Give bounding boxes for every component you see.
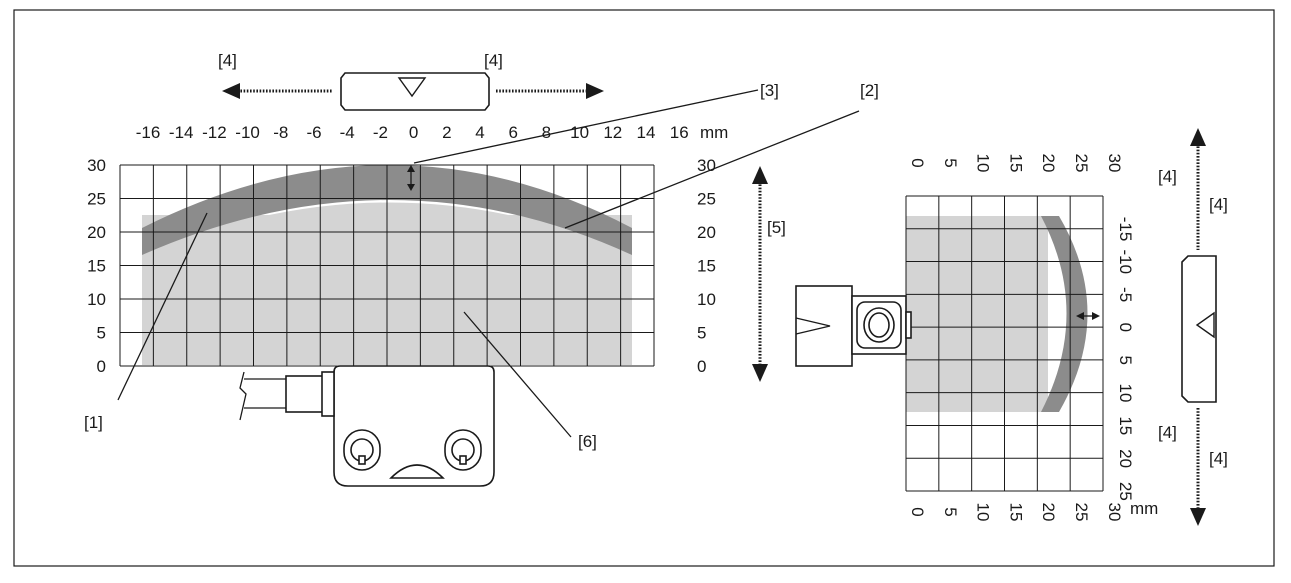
sensor-body — [239, 365, 495, 487]
y-tick-label: 0 — [97, 357, 106, 376]
side-bottom-tick-labels: 0 5 10 15 20 25 30 — [908, 503, 1124, 522]
x-tick-label: 0 — [409, 123, 418, 142]
side-callout-4-d: [4] — [1209, 449, 1228, 468]
move-arrow-right — [496, 83, 604, 99]
y-tick-label: 10 — [87, 290, 106, 309]
y-tick-label: 15 — [697, 257, 716, 276]
callout-1: [1] — [84, 413, 103, 432]
x-tick-label: 10 — [974, 503, 993, 522]
leader-6 — [463, 311, 572, 438]
hysteresis-band — [142, 165, 632, 255]
right-view: 0 5 10 15 20 25 30 0 5 10 15 20 25 30 -15 -10 -5 0 5 10 15… — [795, 128, 1228, 526]
leader-1 — [117, 212, 208, 401]
y-tick-label: 0 — [697, 357, 706, 376]
callout-2: [2] — [860, 81, 879, 100]
y-tick-label: -15 — [1116, 217, 1135, 242]
y-tick-label: 20 — [87, 223, 106, 242]
side-callout-4-b: [4] — [1209, 195, 1228, 214]
x-tick-label: 8 — [542, 123, 551, 142]
x-tick-label: 30 — [1105, 154, 1124, 173]
x-unit-label: mm — [700, 123, 728, 142]
y-tick-label: 0 — [1116, 323, 1135, 332]
x-tick-label: 5 — [941, 507, 960, 516]
figure-frame — [13, 9, 1275, 567]
y-tick-label: 30 — [87, 156, 106, 175]
x-tick-label: 20 — [1039, 154, 1058, 173]
x-tick-label: 10 — [974, 154, 993, 173]
y-tick-label: 25 — [87, 190, 106, 209]
x-tick-label: 0 — [908, 507, 927, 516]
x-tick-label: -6 — [306, 123, 321, 142]
x-tick-label: 14 — [637, 123, 656, 142]
x-tick-label: 5 — [941, 158, 960, 167]
y-tick-label: 20 — [697, 223, 716, 242]
y-tick-label: 25 — [697, 190, 716, 209]
leader-3 — [413, 89, 759, 164]
side-top-tick-labels: 0 5 10 15 20 25 30 — [908, 154, 1124, 173]
x-tick-label: -4 — [340, 123, 355, 142]
sensor-side — [795, 285, 912, 367]
side-right-tick-labels: -15 -10 -5 0 5 10 15 20 25 — [1116, 217, 1135, 501]
x-tick-label: -10 — [235, 123, 260, 142]
actuator-side — [1181, 255, 1217, 403]
x-tick-label: -16 — [136, 123, 161, 142]
x-tick-label: 15 — [1006, 503, 1025, 522]
hysteresis-arrow — [407, 165, 415, 191]
side-callout-4-a: [4] — [1158, 167, 1177, 186]
x-tick-label: -12 — [202, 123, 227, 142]
x-tick-label: 6 — [508, 123, 517, 142]
side-move-arrow-up — [1190, 128, 1206, 250]
x-tick-label: 2 — [442, 123, 451, 142]
y-tick-label: 5 — [1116, 355, 1135, 364]
side-grid — [905, 195, 1104, 492]
side-unit-label: mm — [1130, 499, 1158, 518]
y-tick-label: 20 — [1116, 449, 1135, 468]
y-tick-label: 10 — [697, 290, 716, 309]
side-move-arrow-down — [1190, 408, 1206, 526]
y-tick-label: 5 — [697, 324, 706, 343]
callout-6: [6] — [578, 432, 597, 451]
callout-4-right: [4] — [484, 51, 503, 70]
callout-5: [5] — [767, 218, 786, 237]
x-tick-label: 25 — [1072, 503, 1091, 522]
x-tick-label: 30 — [1105, 503, 1124, 522]
x-tick-label: 16 — [670, 123, 689, 142]
y-tick-label: -5 — [1116, 287, 1135, 302]
x-tick-label: 25 — [1072, 154, 1091, 173]
x-tick-label: 10 — [570, 123, 589, 142]
side-zone-light — [906, 216, 1048, 412]
x-tick-label: 4 — [475, 123, 484, 142]
side-hysteresis-band — [1041, 216, 1088, 412]
x-tick-label: 15 — [1006, 154, 1025, 173]
x-tick-label: -14 — [169, 123, 194, 142]
side-callout-4-c: [4] — [1158, 423, 1177, 442]
y-tick-label: 5 — [97, 324, 106, 343]
switching-zone-top — [142, 202, 632, 255]
x-tick-label: 20 — [1039, 503, 1058, 522]
callout-4-left: [4] — [218, 51, 237, 70]
y-tick-label: -10 — [1116, 250, 1135, 275]
left-view: -16 -14 -12 -10 -8 -6 -4 -2 0 2 4 6 8 10 12 14 16 0 5 10 15… — [84, 51, 879, 487]
y-tick-label: 15 — [87, 257, 106, 276]
x-tick-label: -8 — [273, 123, 288, 142]
y-tick-label: 10 — [1116, 384, 1135, 403]
x-tick-label: -2 — [373, 123, 388, 142]
leader-2 — [564, 110, 860, 229]
x-tick-label: 0 — [908, 158, 927, 167]
move-arrow-left — [222, 83, 332, 99]
y-tick-label: 15 — [1116, 416, 1135, 435]
range-arrow — [752, 166, 768, 382]
side-hysteresis-arrow — [1076, 312, 1100, 320]
callout-3: [3] — [760, 81, 779, 100]
left-y-tick-labels: 0 5 10 15 20 25 30 — [87, 156, 106, 376]
x-tick-label: 12 — [603, 123, 622, 142]
y-tick-label: 25 — [1116, 482, 1135, 501]
actuator-top — [340, 72, 490, 111]
left-x-tick-labels: -16 -14 -12 -10 -8 -6 -4 -2 0 2 4 6 8 10 12 14 16 — [136, 123, 689, 142]
